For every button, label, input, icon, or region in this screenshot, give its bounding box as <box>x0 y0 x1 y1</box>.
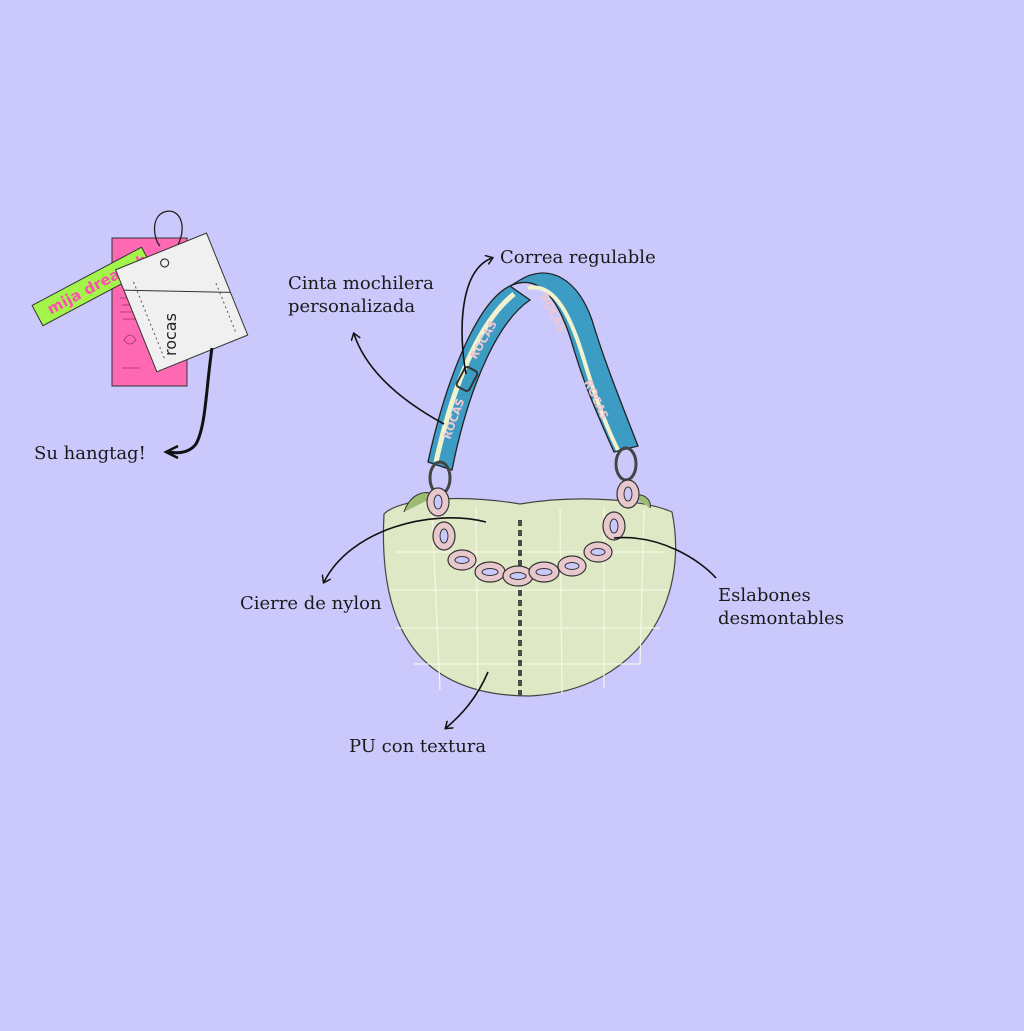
hangtag-arrow <box>167 347 214 455</box>
label-hangtag-text: Su hangtag! <box>34 443 146 464</box>
label-correa-regulable: Correa regulable <box>500 246 656 269</box>
bag-body-group <box>382 492 677 697</box>
hangtag-group: mija dream b rocas <box>31 210 249 460</box>
white-tag <box>114 232 249 373</box>
label-eslabones-line1: Eslabones <box>718 585 811 606</box>
shoulder-strap: ROCAS ROCAS ROCAS ROCAS <box>427 272 639 496</box>
label-eslabones-line2: desmontables <box>718 608 845 629</box>
arrow-pu <box>446 671 489 728</box>
arrow-cierre <box>324 517 487 582</box>
label-hangtag: Su hangtag! <box>34 442 146 465</box>
annotation-arrows <box>324 258 717 728</box>
arrow-eslabones <box>613 536 717 579</box>
label-cinta-mochilera: Cinta mochilera personalizada <box>288 272 434 318</box>
strap-buckle <box>455 366 479 392</box>
strap-left <box>427 285 532 471</box>
arrow-cinta <box>354 334 445 425</box>
label-cierre-nylon: Cierre de nylon <box>240 592 382 615</box>
label-correa-text: Correa regulable <box>500 247 656 268</box>
label-cinta-line2: personalizada <box>288 296 416 317</box>
strap-right <box>509 272 639 453</box>
hangtag-string <box>153 210 183 255</box>
arrow-correa <box>461 258 492 375</box>
chain-links <box>426 479 640 587</box>
white-tag-text: rocas <box>161 313 180 356</box>
label-cierre-text: Cierre de nylon <box>240 593 382 614</box>
label-eslabones: Eslabones desmontables <box>718 584 844 630</box>
bag-body <box>382 497 677 697</box>
label-cinta-line1: Cinta mochilera <box>288 273 434 294</box>
label-pu-text: PU con textura <box>349 736 487 757</box>
label-pu-textura: PU con textura <box>349 735 486 758</box>
